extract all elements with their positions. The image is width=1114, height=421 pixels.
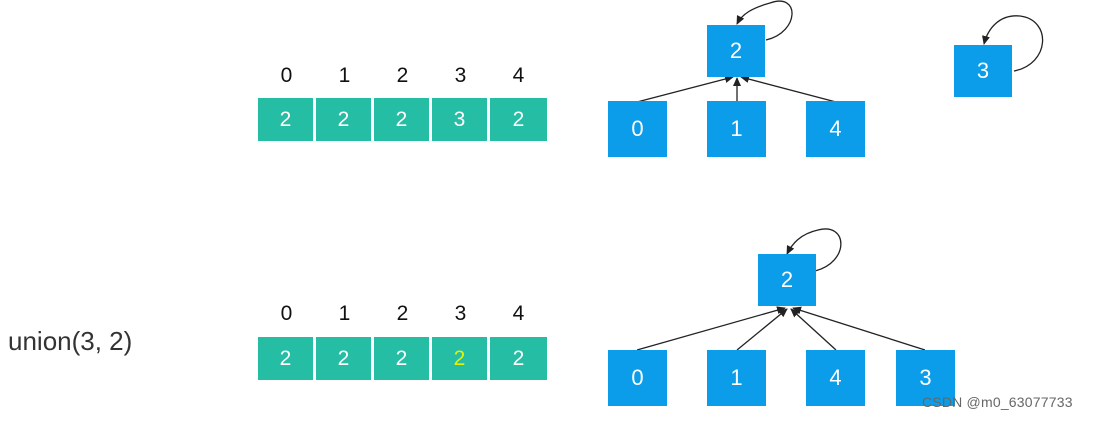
edge-0-to-2-top: [636, 75, 734, 103]
array-cell: 2: [374, 98, 431, 141]
edge-4-to-2-top: [740, 75, 837, 103]
array-cell-updated: 2: [432, 337, 489, 380]
tree-node: 1: [707, 101, 766, 157]
watermark: CSDN @m0_63077733: [922, 394, 1073, 410]
tree-node: 1: [707, 350, 766, 406]
tree-node: 4: [806, 101, 865, 157]
array-cell: 3: [432, 98, 489, 141]
index-label: 1: [338, 302, 351, 325]
index-label: 1: [338, 64, 351, 87]
self-loop-2-bottom: [786, 228, 842, 272]
self-loop-3-top: [982, 15, 1044, 72]
parent-array-bottom: 2 2 2 2 2: [258, 337, 548, 380]
tree-node: 4: [806, 350, 865, 406]
tree-node: 0: [608, 350, 667, 406]
index-label: 3: [454, 302, 467, 325]
array-cell: 2: [316, 337, 373, 380]
edge-1-to-2-bottom: [736, 308, 788, 351]
tree-node-root: 2: [758, 254, 816, 306]
index-label: 0: [280, 302, 293, 325]
tree-node-root: 2: [707, 25, 765, 77]
edge-3-to-2-bottom: [792, 306, 926, 351]
index-label: 0: [280, 64, 293, 87]
tree-node: 0: [608, 101, 667, 157]
index-label: 3: [454, 64, 467, 87]
index-label: 2: [396, 64, 409, 87]
array-cell: 2: [258, 337, 315, 380]
index-label: 4: [512, 302, 525, 325]
tree-node-root: 3: [954, 45, 1012, 97]
array-cell: 2: [316, 98, 373, 141]
tree-node: 3: [896, 350, 955, 406]
array-cell: 2: [258, 98, 315, 141]
operation-label: union(3, 2): [8, 326, 133, 356]
edge-4-to-2-bottom: [790, 308, 837, 351]
array-cell: 2: [490, 337, 547, 380]
index-label: 4: [512, 64, 525, 87]
edge-0-to-2-bottom: [636, 306, 786, 351]
index-label: 2: [396, 302, 409, 325]
array-cell: 2: [374, 337, 431, 380]
self-loop-2-top: [736, 0, 793, 41]
parent-array-top: 2 2 2 3 2: [258, 98, 548, 141]
array-cell: 2: [490, 98, 547, 141]
